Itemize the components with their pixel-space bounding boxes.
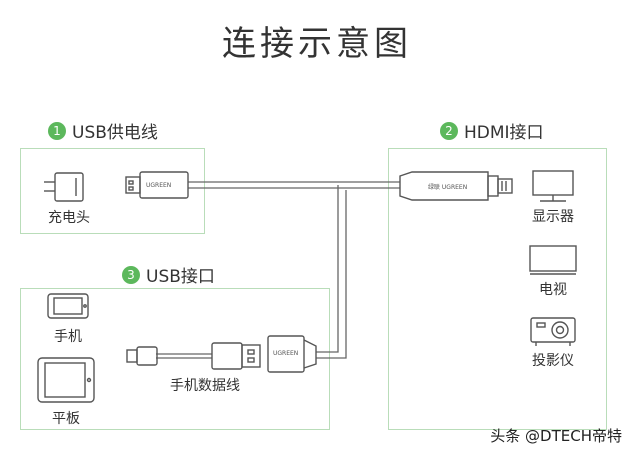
cables — [156, 181, 400, 359]
usb-port-box — [20, 288, 330, 430]
section-number-badge: 1 — [48, 121, 66, 140]
diagram-title: 连接示意图 — [222, 24, 412, 64]
tv-icon — [529, 245, 577, 275]
section-number-badge: 3 — [122, 265, 140, 284]
micro-usb-plug-icon — [126, 346, 158, 366]
section-usb-power-text: USB供电线 — [72, 123, 158, 143]
tablet-icon — [37, 357, 95, 403]
usb-data-plug-icon — [211, 342, 261, 370]
brand-text-receptacle: UGREEN — [273, 350, 298, 357]
data-cable-label: 手机数据线 — [170, 378, 240, 394]
usb-receptacle-icon — [267, 335, 317, 373]
section-number-badge: 2 — [440, 121, 458, 140]
hdmi-box — [388, 148, 607, 430]
charger-icon — [44, 172, 84, 202]
watermark: 头条 @DTECH帝特 — [490, 427, 622, 445]
section-usb-port-label: 3 USB接口 — [122, 262, 215, 287]
tablet-label: 平板 — [52, 411, 80, 427]
tv-label: 电视 — [539, 282, 567, 298]
charger-label: 充电头 — [48, 210, 90, 226]
hdmi-plug-icon — [399, 171, 513, 201]
section-hdmi-text: HDMI接口 — [464, 123, 544, 143]
projector-label: 投影仪 — [532, 353, 574, 369]
display-label: 显示器 — [532, 209, 574, 225]
section-hdmi-label: 2 HDMI接口 — [440, 118, 544, 143]
brand-text-power-plug: UGREEN — [146, 182, 171, 189]
usb-power-plug-icon — [125, 171, 189, 199]
display-icon — [532, 170, 574, 202]
phone-icon — [47, 293, 89, 319]
section-usb-port-text: USB接口 — [146, 267, 215, 287]
section-usb-power-label: 1 USB供电线 — [48, 118, 158, 143]
phone-label: 手机 — [54, 329, 82, 345]
brand-text-hdmi-plug: 绿联 UGREEN — [428, 183, 467, 191]
usb-power-box — [20, 148, 205, 234]
projector-icon — [530, 317, 576, 346]
